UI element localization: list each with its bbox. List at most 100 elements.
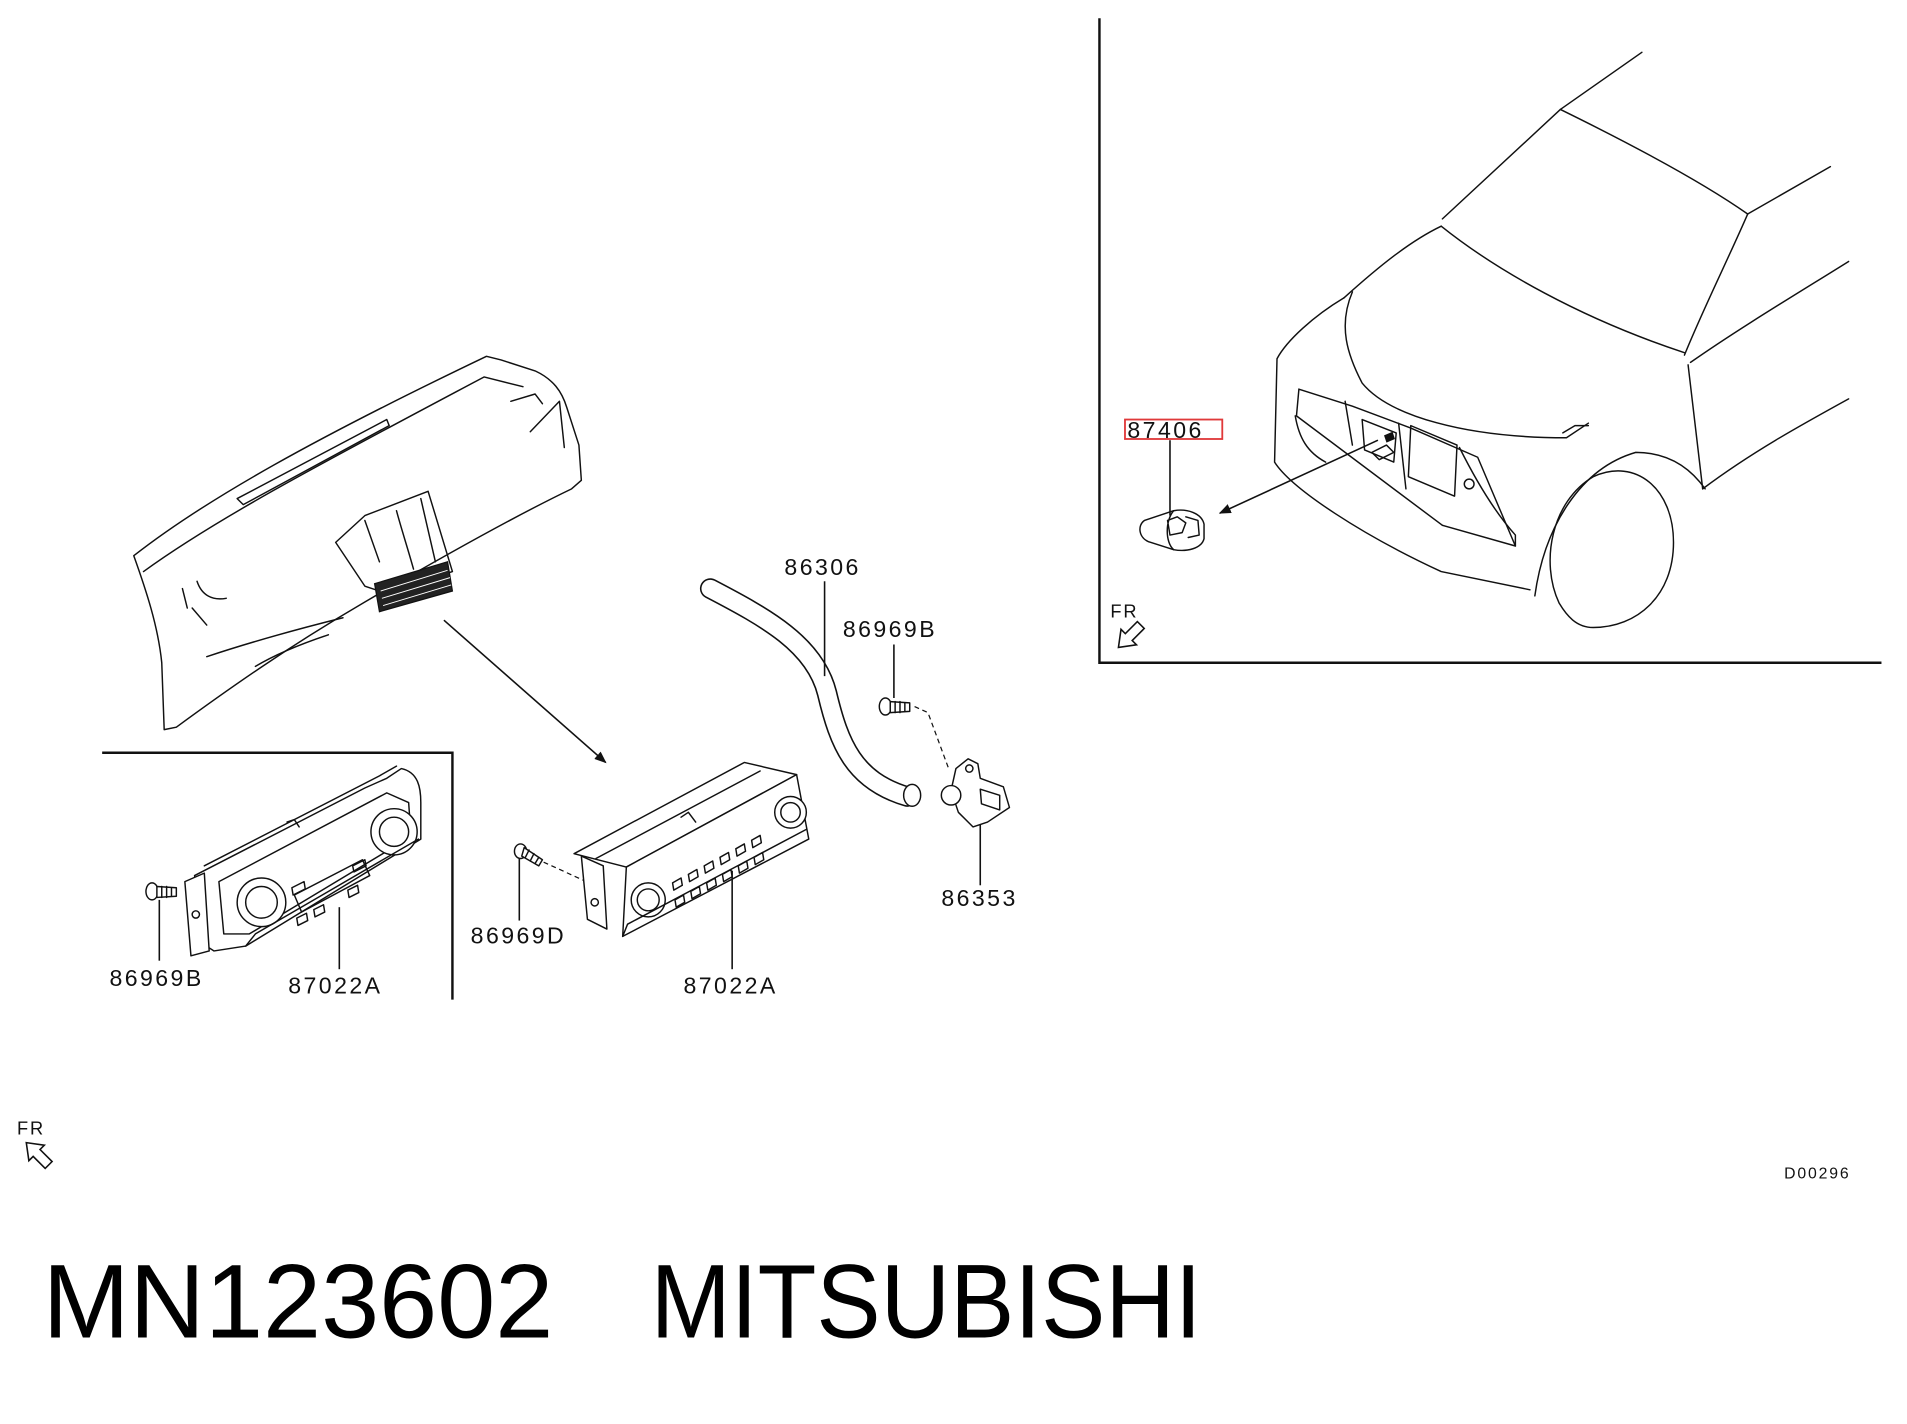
inset-screw-drawing [145,882,178,901]
defroster-slot [236,418,390,506]
radiator-panel [1361,418,1397,463]
headlamp-outline [1441,446,1517,547]
dashboard-right-vent [510,393,566,449]
dashboard-outline [133,355,583,731]
inset-view: 86969B 87022A [102,751,454,1000]
inset-unit-top-edge [203,765,398,867]
front-arrow-shape-main [25,1141,54,1170]
main-view-orientation-label: FR [17,1118,45,1139]
radiator-support-left [1344,400,1407,490]
vehicle-view-front-arrow-icon [1117,620,1146,649]
vehicle-view: 87406 FR [1098,18,1882,664]
part-87406-body [1139,509,1205,552]
fog-lamp [1463,478,1475,490]
callout-86306: 86306 [784,554,860,580]
radiator-support-frame [1407,424,1458,497]
unit-screw-drawing [513,843,544,867]
center-vent-inner [364,497,437,570]
callout-86969d: 86969D [471,923,567,949]
left-fender-line [1273,297,1531,591]
caption-brand: MITSUBISHI [651,1244,1202,1361]
wheel-arch-line [1534,451,1706,597]
control-unit-front-face [621,773,810,938]
callout-87406: 87406 [1127,417,1203,443]
callout-86969b: 86969B [843,616,937,642]
inset-unit-outer [193,767,422,952]
inset-unit-left-knob-inner [244,885,279,919]
hose-drawing [699,578,922,807]
bumper-inner-line [1294,415,1327,463]
unit-screw-thread [524,849,540,865]
part-87406-drawing [1139,509,1205,552]
hose-end [902,783,922,807]
inset-screw-thread [161,885,173,899]
control-unit-lower-edge [621,828,808,938]
callout-86353: 86353 [941,885,1017,911]
body-side-line [1687,364,1704,490]
inset-unit-right-knob-inner [378,816,410,848]
hose-inner [701,579,917,806]
dashboard-control-slot [373,561,454,613]
dashboard-left-vent [181,580,227,626]
windshield-top-line [1559,108,1749,215]
windshield-bottom-line [1440,225,1686,354]
door-window-line [1689,260,1850,364]
part-87406-face [1166,510,1187,551]
sensor-mount-mark [1384,431,1395,443]
vehicle-view-arrow [1218,439,1379,514]
control-unit-left-bracket [580,855,608,930]
inset-unit-lower-edge [244,838,420,947]
screw-alignment-line [914,705,950,769]
main-view-front-arrow-icon [25,1141,54,1170]
dashboard-top-ridge [142,376,524,573]
inset-unit-left-knob [236,877,287,928]
vehicle-front-drawing [1273,51,1850,629]
dashboard-glovebox-line [254,634,330,668]
control-unit-top-ridge [595,770,761,860]
callout-inset-86969b: 86969B [109,965,203,991]
sensor-mount-hole [964,764,974,773]
sensor-mount-bracket [1371,444,1395,461]
caption-part-number: MN123602 [43,1244,554,1361]
part-87406-connector [1185,516,1200,539]
unit-screw-alignment-line [543,861,585,881]
dashboard-to-unit-arrow [443,619,607,764]
roof-right-line [1746,165,1832,215]
sensor-drawing [940,758,1011,828]
inset-bracket-hole [191,910,201,919]
inset-control-unit-drawing [184,765,422,957]
control-unit-right-knob-inner [780,801,801,823]
dashboard-lower-trim [206,617,344,658]
sensor-inlet [940,784,962,806]
hood-rear-line [1343,225,1442,299]
hood-latch-mark [1562,424,1590,434]
inset-unit-right-knob [370,807,418,856]
control-unit-drawing [573,761,810,938]
sensor-window [979,788,1001,811]
vehicle-view-orientation-label: FR [1110,601,1138,622]
hood-front-edge [1344,291,1590,439]
a-pillar-line [1683,213,1749,356]
sensor-screw-thread [894,700,906,714]
sensor-screw-drawing [878,697,911,716]
inset-view-frame [102,751,454,1000]
inset-unit-display [293,859,371,913]
callout-87022a: 87022A [684,973,778,999]
drawing-code: D00296 [1784,1165,1850,1182]
control-unit-left-knob [630,882,666,918]
control-unit-left-knob-inner [636,888,660,912]
callout-inset-87022a: 87022A [288,973,382,999]
highlight-box [1124,418,1224,440]
dashboard-control-slot-ribs [380,569,452,607]
center-vent-housing [334,490,454,595]
control-unit-button-row-upper [671,834,763,891]
front-arrow-shape [1117,620,1146,649]
body-lower-side-line [1701,398,1850,490]
vehicle-view-frame [1098,18,1882,664]
bracket-hole [590,897,600,907]
dashboard-drawing [133,355,583,731]
tire-outline [1549,470,1675,629]
inset-unit-buttons [291,859,367,927]
